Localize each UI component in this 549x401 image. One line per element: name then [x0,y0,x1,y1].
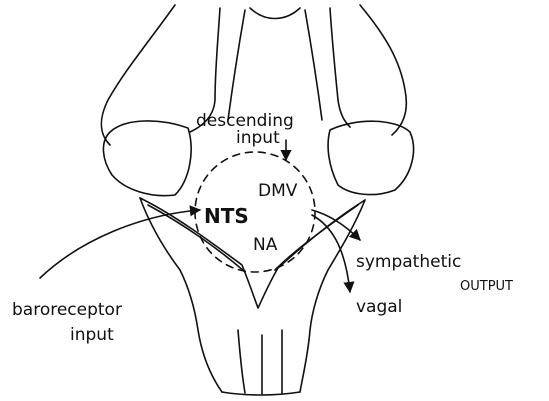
right-outer-contour [360,5,406,135]
central-notch [250,8,300,19]
baroreceptor-input-label: input [70,327,114,344]
left-peduncle [103,121,191,196]
left-stalk-edge [228,10,245,120]
dmv-label: DMV [258,183,297,200]
baroreceptor-input-arrow [40,210,200,278]
medulla-bottom [222,392,300,395]
output-label: OUTPUT [460,280,513,293]
nts-label: NTS [204,206,249,226]
sympathetic-label: sympathetic [356,254,461,271]
descending-input-label: input [236,130,280,147]
right-peduncle [328,121,413,194]
medulla-right-side [300,200,365,392]
vagal-label: vagal [356,299,402,316]
right-inner-stalk [330,8,350,127]
left-outer-contour [101,5,175,145]
medulla-groove-1 [238,330,245,393]
baroreceptor-label: baroreceptor [12,302,122,319]
na-label: NA [253,237,277,254]
right-stalk-edge [305,10,322,120]
